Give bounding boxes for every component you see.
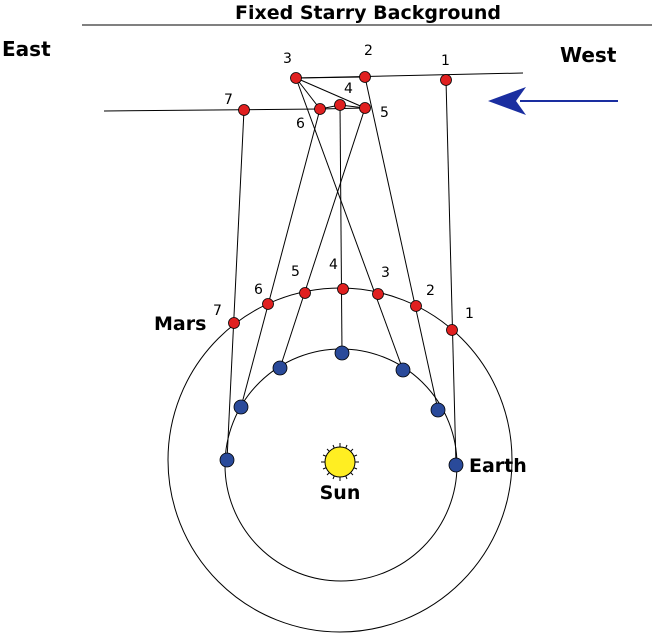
sky-num-4: 4: [344, 81, 353, 97]
motion-arrow-head: [488, 87, 526, 115]
sky-loop: [295, 77, 366, 110]
mars-point-1: [446, 324, 458, 336]
sky-point-2: [359, 71, 371, 83]
earth-point-4: [334, 345, 350, 361]
sight-line-3: [295, 77, 404, 371]
sky-point-6: [314, 103, 326, 115]
earth-point-7: [219, 452, 235, 468]
mars-point-4: [337, 283, 349, 295]
sky-num-3: 3: [283, 51, 292, 67]
earth-point-2: [430, 402, 446, 418]
earth-point-3: [395, 362, 411, 378]
sky-line-east: [103, 108, 321, 112]
east-label: East: [2, 37, 51, 61]
sun-icon: [321, 443, 359, 481]
earth-point-5: [272, 360, 288, 376]
sky-num-6: 6: [296, 116, 305, 132]
diagram-title: Fixed Starry Background: [235, 2, 501, 24]
sky-num-5: 5: [380, 105, 389, 121]
sky-point-7: [238, 104, 250, 116]
sight-line-1: [445, 79, 457, 466]
sky-num-7: 7: [224, 92, 233, 108]
mars-num-4: 4: [329, 257, 338, 273]
mars-label: Mars: [154, 313, 206, 335]
mars-point-7: [228, 317, 240, 329]
sky-point-1: [440, 74, 452, 86]
mars-num-3: 3: [381, 265, 390, 281]
sight-line-7: [226, 109, 245, 461]
earth-point-6: [233, 399, 249, 415]
sight-line-6: [240, 108, 321, 408]
sky-point-3: [290, 72, 302, 84]
mars-num-2: 2: [426, 283, 435, 299]
mars-num-7: 7: [213, 303, 222, 319]
earth-point-1: [448, 457, 464, 473]
mars-point-2: [410, 300, 422, 312]
mars-num-6: 6: [254, 282, 263, 298]
mars-num-5: 5: [291, 264, 300, 280]
mars-num-1: 1: [465, 306, 474, 322]
sky-num-1: 1: [441, 53, 450, 69]
west-label: West: [560, 43, 617, 67]
mars-point-3: [372, 288, 384, 300]
earth-label: Earth: [469, 455, 527, 477]
sun-label: Sun: [320, 482, 361, 504]
sight-line-4: [339, 104, 343, 354]
sight-line-5: [279, 107, 366, 369]
sky-num-2: 2: [364, 43, 373, 59]
mars-point-5: [299, 287, 311, 299]
mars-point-6: [262, 298, 274, 310]
sky-point-4: [334, 99, 346, 111]
sky-loop-top: [295, 76, 366, 79]
sky-point-5: [359, 102, 371, 114]
sight-line-2: [364, 76, 439, 411]
